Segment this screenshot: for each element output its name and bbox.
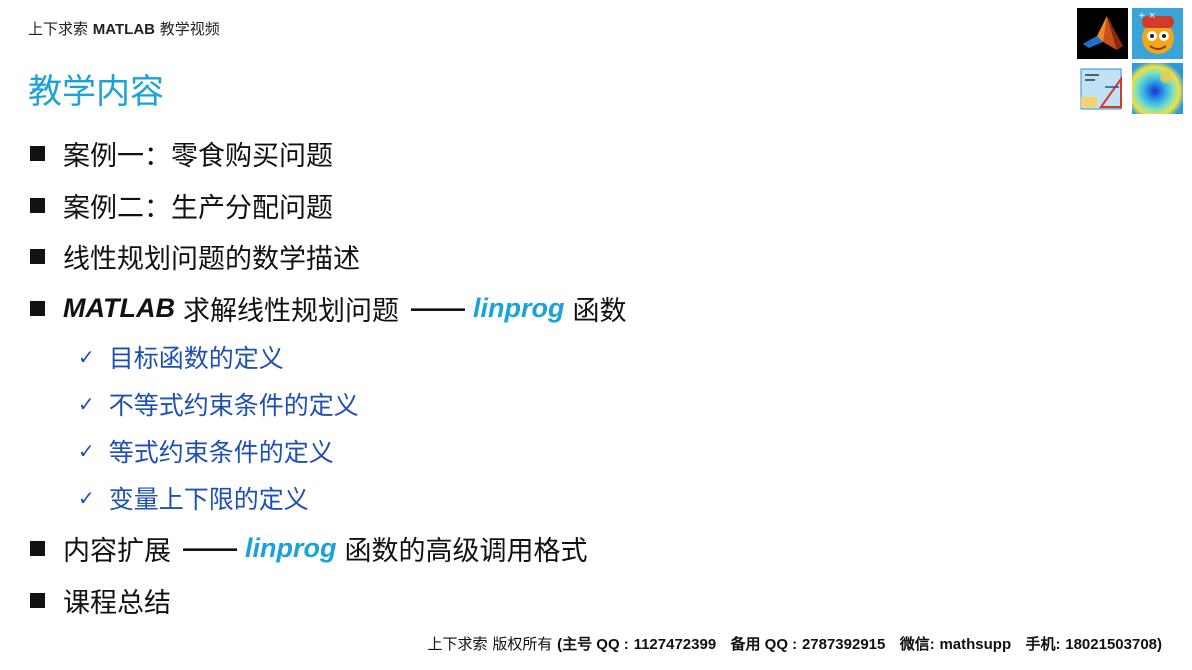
list-item-case1: 案例一：零食购买问题 [30,134,333,173]
sub-item-objective: ✓ 目标函数的定义 [78,339,284,375]
list-item-summary: 课程总结 [30,581,171,620]
svg-text:+ ×: + × [1138,11,1156,21]
list-item-lp-description: 线性规划问题的数学描述 [30,237,360,276]
item-tail: 函数 [572,296,627,327]
item-text: 线性规划问题的数学描述 [63,244,360,275]
footer-qq-main: 1127472399 [633,636,717,653]
square-bullet-icon [30,301,45,316]
check-icon: ✓ [78,345,95,369]
item-function-name: linprog [472,293,565,323]
footer-qq-alt: 2787392915 [801,636,886,653]
footer-qq-main-label: (主号 QQ : [557,636,629,653]
check-icon: ✓ [78,392,95,416]
item-text: 求解线性规划问题 [182,296,399,327]
item-lead: MATLAB [63,293,175,323]
item-dash: —— [410,293,465,323]
item-text: 案例一：零食购买问题 [63,141,333,172]
item-lead: 内容扩展 [63,536,171,567]
footer-phone: 18021503708) [1065,636,1162,653]
sub-item-bounds: ✓ 变量上下限的定义 [78,480,309,516]
footer-copyright: 上下求索 版权所有 (主号 QQ : 1127472399 备用 QQ : 27… [428,633,1162,654]
check-icon: ✓ [78,486,95,510]
footer-qq-alt-label: 备用 QQ : [730,636,798,653]
sub-item-text: 目标函数的定义 [108,344,284,373]
sub-item-text: 等式约束条件的定义 [108,438,334,467]
footer-rights: 版权所有 [492,635,553,653]
game-character-icon: + × [1132,8,1183,59]
sub-item-equality: ✓ 等式约束条件的定义 [78,433,334,469]
sub-item-inequality: ✓ 不等式约束条件的定义 [78,386,359,422]
footer-owner: 上下求索 [427,635,488,653]
item-function-name: linprog [245,533,337,563]
list-item-matlab-linprog: MATLAB 求解线性规划问题 —— linprog 函数 [30,289,626,328]
item-tail: 函数的高级调用格式 [344,536,588,567]
sketch-design-icon [1077,63,1128,114]
list-item-case2: 案例二：生产分配问题 [30,186,333,225]
footer-phone-label: 手机: [1025,636,1061,653]
header-prefix: 上下求索 [28,20,89,38]
square-bullet-icon [30,198,45,213]
header-suffix: 教学视频 [159,20,220,38]
footer-wechat: mathsupp [939,636,1012,653]
item-dash: —— [183,533,237,563]
sub-item-text: 不等式约束条件的定义 [108,391,359,420]
header-caption: 上下求索 MATLAB 教学视频 [28,18,220,39]
list-item-extension: 内容扩展 —— linprog 函数的高级调用格式 [30,529,587,568]
square-bullet-icon [30,146,45,161]
item-text: 课程总结 [63,588,171,619]
square-bullet-icon [30,593,45,608]
footer-wechat-label: 微信: [899,636,935,653]
square-bullet-icon [30,541,45,556]
matlab-logo-icon [1077,8,1128,59]
heatmap-icon [1132,63,1183,114]
item-text: 案例二：生产分配问题 [63,193,333,224]
square-bullet-icon [30,249,45,264]
slide-title: 教学内容 [28,72,164,112]
logo-grid: + × [1077,8,1183,114]
check-icon: ✓ [78,439,95,463]
sub-item-text: 变量上下限的定义 [108,485,309,514]
header-brand: MATLAB [92,21,156,38]
